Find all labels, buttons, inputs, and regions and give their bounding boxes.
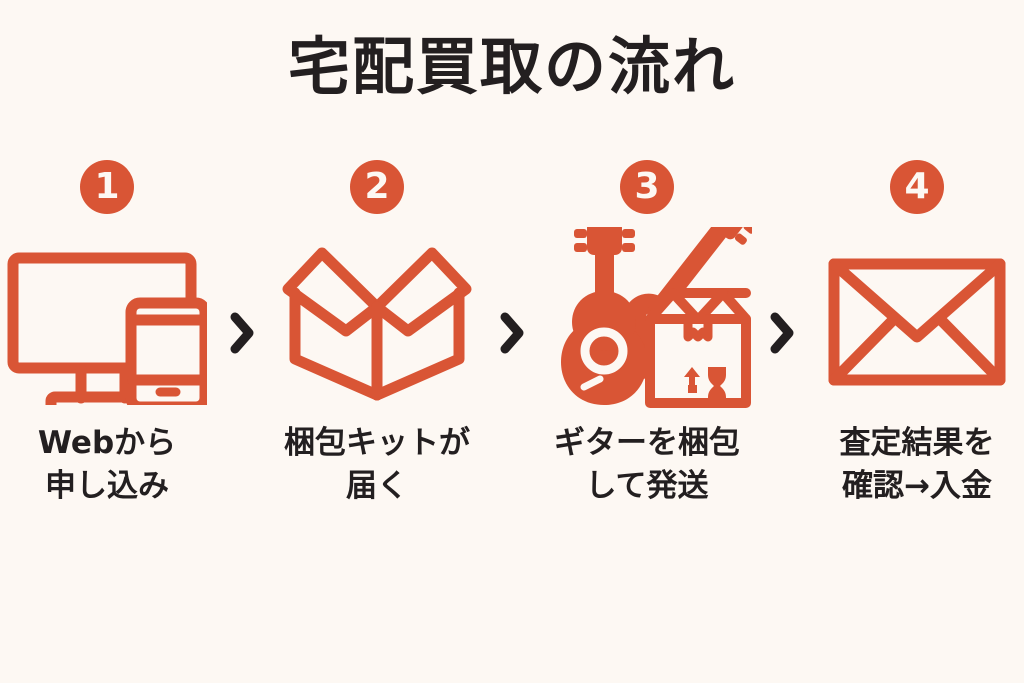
step-2: 2 梱包キットが 届く	[270, 160, 484, 508]
step-1: 1 Webから 申し込み	[0, 160, 214, 508]
envelope-icon	[810, 232, 1024, 412]
step-4-number-badge: 4	[890, 160, 944, 214]
open-box-icon	[270, 232, 484, 412]
step-3-caption: ギターを梱包 して発送	[554, 425, 740, 504]
step-2-number-badge: 2	[350, 160, 404, 214]
step-3-number-badge: 3	[620, 160, 674, 214]
step-2-caption: 梱包キットが 届く	[284, 425, 470, 504]
guitars-with-package-icon	[540, 227, 754, 412]
chevron-right-icon-1	[214, 160, 270, 580]
step-1-caption: Webから 申し込み	[37, 425, 177, 504]
page-title: 宅配買取の流れ	[287, 30, 736, 103]
step-4-caption: 査定結果を 確認→入金	[839, 425, 995, 504]
monitor-smartphone-icon	[0, 232, 214, 412]
step-1-number-badge: 1	[80, 160, 134, 214]
step-4: 4 査定結果を 確認→入金	[810, 160, 1024, 508]
step-3: 3	[540, 160, 754, 508]
chevron-right-icon-2	[484, 160, 540, 580]
chevron-right-icon-3	[754, 160, 810, 580]
steps-row: 1 Webから 申し込み	[0, 160, 1024, 580]
